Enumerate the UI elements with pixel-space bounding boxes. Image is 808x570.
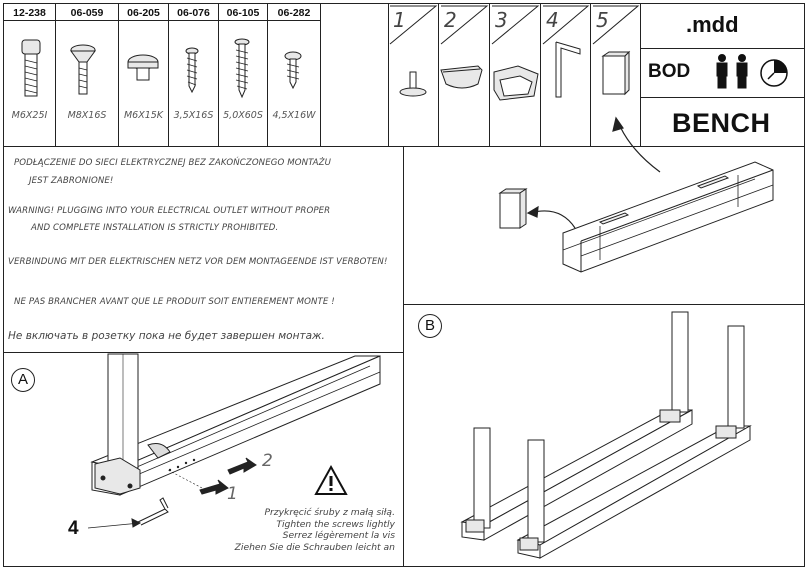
tighten-de: Ziehen Sie die Schrauben leicht an [234, 541, 395, 553]
hardware-size-4: 3,5X16S [173, 110, 214, 121]
brand-logo: .mdd [686, 12, 739, 37]
hardware-code-1: 12-238 [13, 7, 46, 19]
component-number-2: 2 [444, 8, 457, 32]
clock-icon [760, 59, 788, 87]
hardware-size-6: 4,5X16W [272, 110, 316, 121]
hardware-size-5: 5,0X60S [223, 110, 263, 121]
system-name: BOD [648, 61, 691, 82]
warning-de: VERBINDUNG MIT DER ELEKTRISCHEN NETZ VOR… [8, 257, 388, 267]
warning-en-line2: AND COMPLETE INSTALLATION IS STRICTLY PR… [31, 223, 279, 233]
warning-pl-line2: JEST ZABRONIONE! [29, 176, 114, 186]
hardware-code-4: 06-076 [177, 7, 210, 19]
hardware-size-2: M8X16S [67, 110, 107, 121]
hardware-code-2: 06-059 [70, 7, 104, 19]
panel-a-label: A [11, 368, 35, 392]
pan-head-bolt-icon [127, 54, 159, 81]
tighten-en: Tighten the screws lightly [276, 518, 395, 530]
panel-a-illustration [90, 353, 381, 526]
allen-key-icon [555, 41, 581, 98]
wood-screw-long-icon [234, 38, 250, 99]
panel-a-arrows [87, 457, 257, 529]
tighten-instructions: Przykręcić śruby z małą siłą. Tighten th… [235, 507, 395, 553]
hardware-code-3: 06-205 [127, 7, 160, 19]
glide-foot-icon [399, 71, 427, 97]
component-number-3: 3 [495, 8, 508, 32]
warning-triangle-icon [314, 464, 348, 495]
hardware-code-5: 06-105 [226, 7, 260, 19]
callout-step-2: 2 [262, 451, 273, 471]
hardware-size-1: M6X25I [11, 110, 48, 121]
warning-ru: Не включать в розетку пока не будет заве… [8, 330, 325, 342]
cover-cap-icon [601, 50, 631, 96]
two-persons-icon [716, 54, 748, 89]
warning-en-line1: WARNING! PLUGGING INTO YOUR ELECTRICAL O… [8, 206, 331, 216]
washer-head-screw-icon [284, 51, 302, 90]
panel-b-label: B [418, 314, 442, 338]
warning-fr: NE PAS BRANCHER AVANT QUE LE PRODUIT SOI… [14, 297, 335, 307]
hardware-code-6: 06-282 [277, 7, 311, 19]
component-number-5: 5 [596, 8, 609, 32]
bracket-icon [440, 65, 483, 89]
component-number-1: 1 [393, 8, 406, 32]
hardware-icons [21, 38, 302, 99]
product-name: BENCH [672, 108, 771, 138]
tighten-fr: Serrez légèrement la vis [282, 530, 395, 541]
callout-step-1: 1 [227, 484, 238, 504]
tighten-pl: Przykręcić śruby z małą siłą. [264, 507, 395, 518]
hardware-size-3: M6X15K [123, 110, 164, 121]
callout-allen-key-4: 4 [68, 518, 79, 539]
wood-screw-small-icon [185, 47, 199, 94]
direction-arrows-top [526, 116, 661, 229]
beam-cover-illustration [498, 161, 774, 273]
countersunk-bolt-icon [70, 44, 96, 95]
socket-head-screw-icon [21, 39, 41, 97]
corner-connector-icon [493, 65, 539, 101]
panel-b-illustration [460, 311, 752, 559]
warning-pl-line1: PODŁĄCZENIE DO SIECI ELEKTRYCZNEJ BEZ ZA… [14, 158, 332, 168]
component-number-4: 4 [546, 8, 559, 32]
